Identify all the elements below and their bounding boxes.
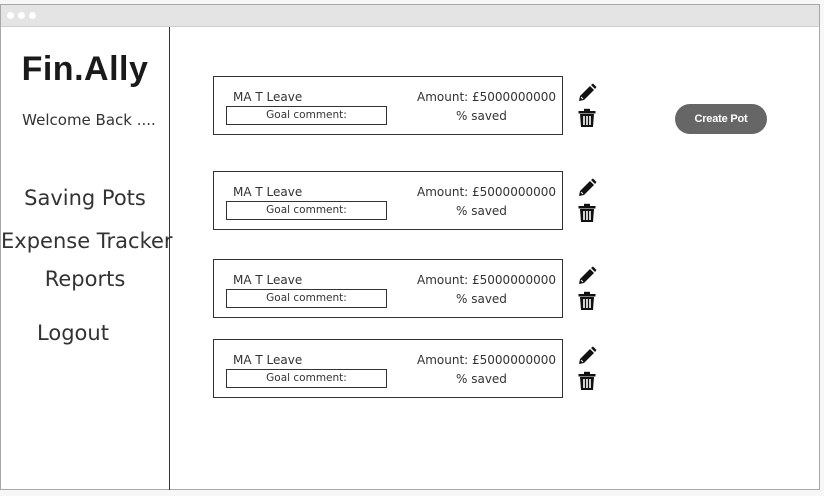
saving-pot-card[interactable]: MA T Leave Goal comment: Amount: £500000…: [213, 259, 563, 318]
window-dot: [7, 12, 14, 19]
trash-icon[interactable]: [577, 371, 597, 391]
pot-amount: Amount: £5000000000: [417, 273, 556, 287]
pot-amount: Amount: £5000000000: [417, 185, 556, 199]
pot-name: MA T Leave: [233, 185, 303, 199]
goal-comment-field[interactable]: Goal comment:: [226, 289, 387, 308]
goal-comment-field[interactable]: Goal comment:: [226, 106, 387, 125]
trash-icon[interactable]: [577, 203, 597, 223]
sidebar: Fin.Ally Welcome Back .... Saving Pots E…: [1, 27, 173, 490]
pencil-icon[interactable]: [577, 346, 597, 366]
saving-pot-card[interactable]: MA T Leave Goal comment: Amount: £500000…: [213, 76, 563, 135]
welcome-message: Welcome Back ....: [22, 111, 156, 129]
pot-saved-percent: % saved: [456, 292, 507, 306]
trash-icon[interactable]: [577, 108, 597, 128]
pot-saved-percent: % saved: [456, 372, 507, 386]
goal-comment-field[interactable]: Goal comment:: [226, 201, 387, 220]
nav-item-expense-tracker[interactable]: Expense Tracker: [1, 229, 173, 253]
window-dot: [18, 12, 25, 19]
pot-name: MA T Leave: [233, 353, 303, 367]
saving-pot-card[interactable]: MA T Leave Goal comment: Amount: £500000…: [213, 171, 563, 230]
pot-name: MA T Leave: [233, 273, 303, 287]
window-titlebar: [1, 5, 819, 27]
trash-icon[interactable]: [577, 291, 597, 311]
pot-saved-percent: % saved: [456, 109, 507, 123]
pencil-icon[interactable]: [577, 83, 597, 103]
pencil-icon[interactable]: [577, 178, 597, 198]
nav-item-saving-pots[interactable]: Saving Pots: [24, 186, 146, 210]
nav-item-reports[interactable]: Reports: [44, 267, 126, 291]
app-logo: Fin.Ally: [21, 50, 149, 88]
pot-amount: Amount: £5000000000: [417, 353, 556, 367]
pot-name: MA T Leave: [233, 90, 303, 104]
pot-saved-percent: % saved: [456, 204, 507, 218]
window-dot: [29, 12, 36, 19]
nav-item-logout[interactable]: Logout: [37, 321, 109, 345]
goal-comment-field[interactable]: Goal comment:: [226, 369, 387, 388]
create-pot-button[interactable]: Create Pot: [675, 104, 767, 134]
pencil-icon[interactable]: [577, 266, 597, 286]
saving-pot-card[interactable]: MA T Leave Goal comment: Amount: £500000…: [213, 339, 563, 398]
pot-amount: Amount: £5000000000: [417, 90, 556, 104]
